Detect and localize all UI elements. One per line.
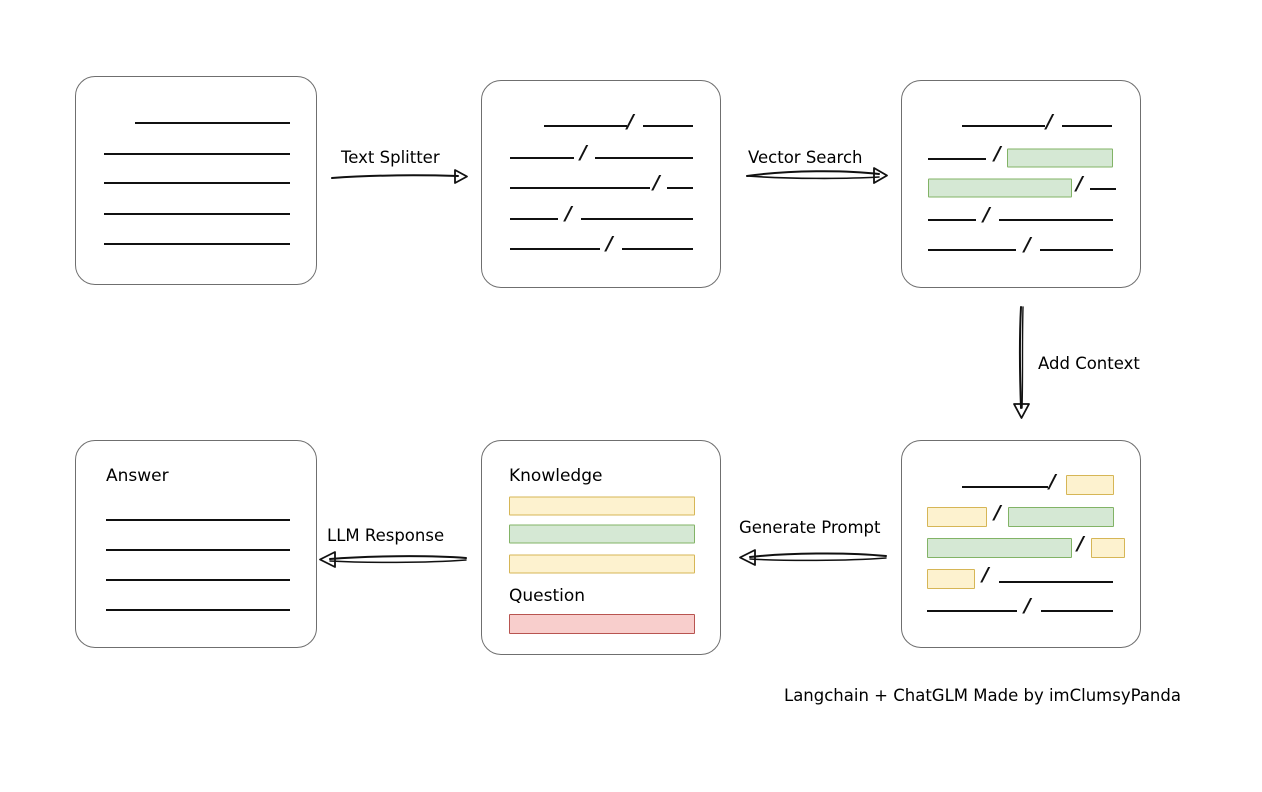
text-line	[999, 581, 1113, 583]
text-line	[667, 187, 693, 189]
arrow-label-generate-prompt: Generate Prompt	[739, 518, 881, 537]
text-line	[643, 125, 693, 127]
text-line	[104, 153, 290, 155]
text-line	[106, 549, 290, 551]
slash-separator: /	[983, 203, 990, 226]
slash-separator: /	[653, 171, 660, 194]
arrow-generate-prompt	[739, 549, 887, 566]
text-line	[510, 187, 650, 189]
arrow-add-context	[1013, 306, 1030, 419]
slash-separator: /	[627, 110, 634, 133]
knowledge-bar-3[interactable]	[509, 554, 695, 574]
prompt-heading-question: Question	[509, 586, 586, 606]
box-split-chunks[interactable]: / / / / /	[481, 80, 721, 288]
slash-separator: /	[982, 563, 989, 586]
text-line	[510, 218, 558, 220]
answer-heading: Answer	[106, 466, 169, 486]
highlight-chip-green[interactable]	[1008, 507, 1114, 527]
text-line	[581, 218, 693, 220]
arrow-llm-response	[319, 551, 467, 568]
slash-separator: /	[994, 142, 1001, 165]
slash-separator: /	[1049, 470, 1056, 493]
text-line	[106, 609, 290, 611]
text-line	[510, 157, 574, 159]
text-line	[106, 519, 290, 521]
box-source-document[interactable]	[75, 76, 317, 285]
box-vector-matches[interactable]: / / / / /	[901, 80, 1141, 288]
text-line	[106, 579, 290, 581]
highlight-chip-yellow[interactable]	[1066, 475, 1114, 495]
highlight-chip-green[interactable]	[927, 538, 1072, 558]
box-generated-prompt[interactable]: Knowledge Question	[481, 440, 721, 655]
text-line	[104, 182, 290, 184]
highlight-chip-yellow[interactable]	[927, 507, 987, 527]
text-line	[928, 249, 1016, 251]
text-line	[135, 122, 290, 124]
highlight-chip-yellow[interactable]	[1091, 538, 1125, 558]
slash-separator: /	[994, 501, 1001, 524]
question-bar-1[interactable]	[509, 614, 695, 634]
text-line	[544, 125, 627, 127]
arrow-label-text-splitter: Text Splitter	[341, 148, 440, 167]
text-line	[962, 486, 1048, 488]
highlight-chip-green[interactable]	[928, 178, 1072, 198]
knowledge-bar-2[interactable]	[509, 524, 695, 544]
text-line	[928, 219, 976, 221]
slash-separator: /	[1077, 532, 1084, 555]
text-line	[1041, 610, 1113, 612]
arrow-label-llm-response: LLM Response	[327, 526, 445, 545]
arrow-vector-search	[746, 167, 888, 184]
prompt-heading-knowledge: Knowledge	[509, 466, 603, 486]
slash-separator: /	[1024, 594, 1031, 617]
arrow-text-splitter	[331, 169, 468, 184]
text-line	[962, 125, 1045, 127]
text-line	[999, 219, 1113, 221]
highlight-chip-green[interactable]	[1007, 148, 1113, 168]
footer-credit: Langchain + ChatGLM Made by imClumsyPand…	[784, 686, 1181, 705]
text-line	[595, 157, 693, 159]
text-line	[1040, 249, 1113, 251]
slash-separator: /	[1076, 172, 1083, 195]
slash-separator: /	[580, 141, 587, 164]
highlight-chip-yellow[interactable]	[927, 569, 975, 589]
arrow-label-vector-search: Vector Search	[748, 148, 863, 167]
text-line	[927, 610, 1017, 612]
text-line	[104, 243, 290, 245]
text-line	[928, 158, 986, 160]
slash-separator: /	[606, 232, 613, 255]
knowledge-bar-1[interactable]	[509, 496, 695, 516]
box-answer[interactable]: Answer	[75, 440, 317, 648]
arrow-label-add-context: Add Context	[1038, 354, 1140, 373]
slash-separator: /	[565, 202, 572, 225]
slash-separator: /	[1046, 110, 1053, 133]
text-line	[1090, 188, 1116, 190]
text-line	[104, 213, 290, 215]
text-line	[622, 248, 693, 250]
text-line	[510, 248, 600, 250]
slash-separator: /	[1024, 233, 1031, 256]
box-context-chunks[interactable]: / / / / /	[901, 440, 1141, 648]
text-line	[1062, 125, 1112, 127]
